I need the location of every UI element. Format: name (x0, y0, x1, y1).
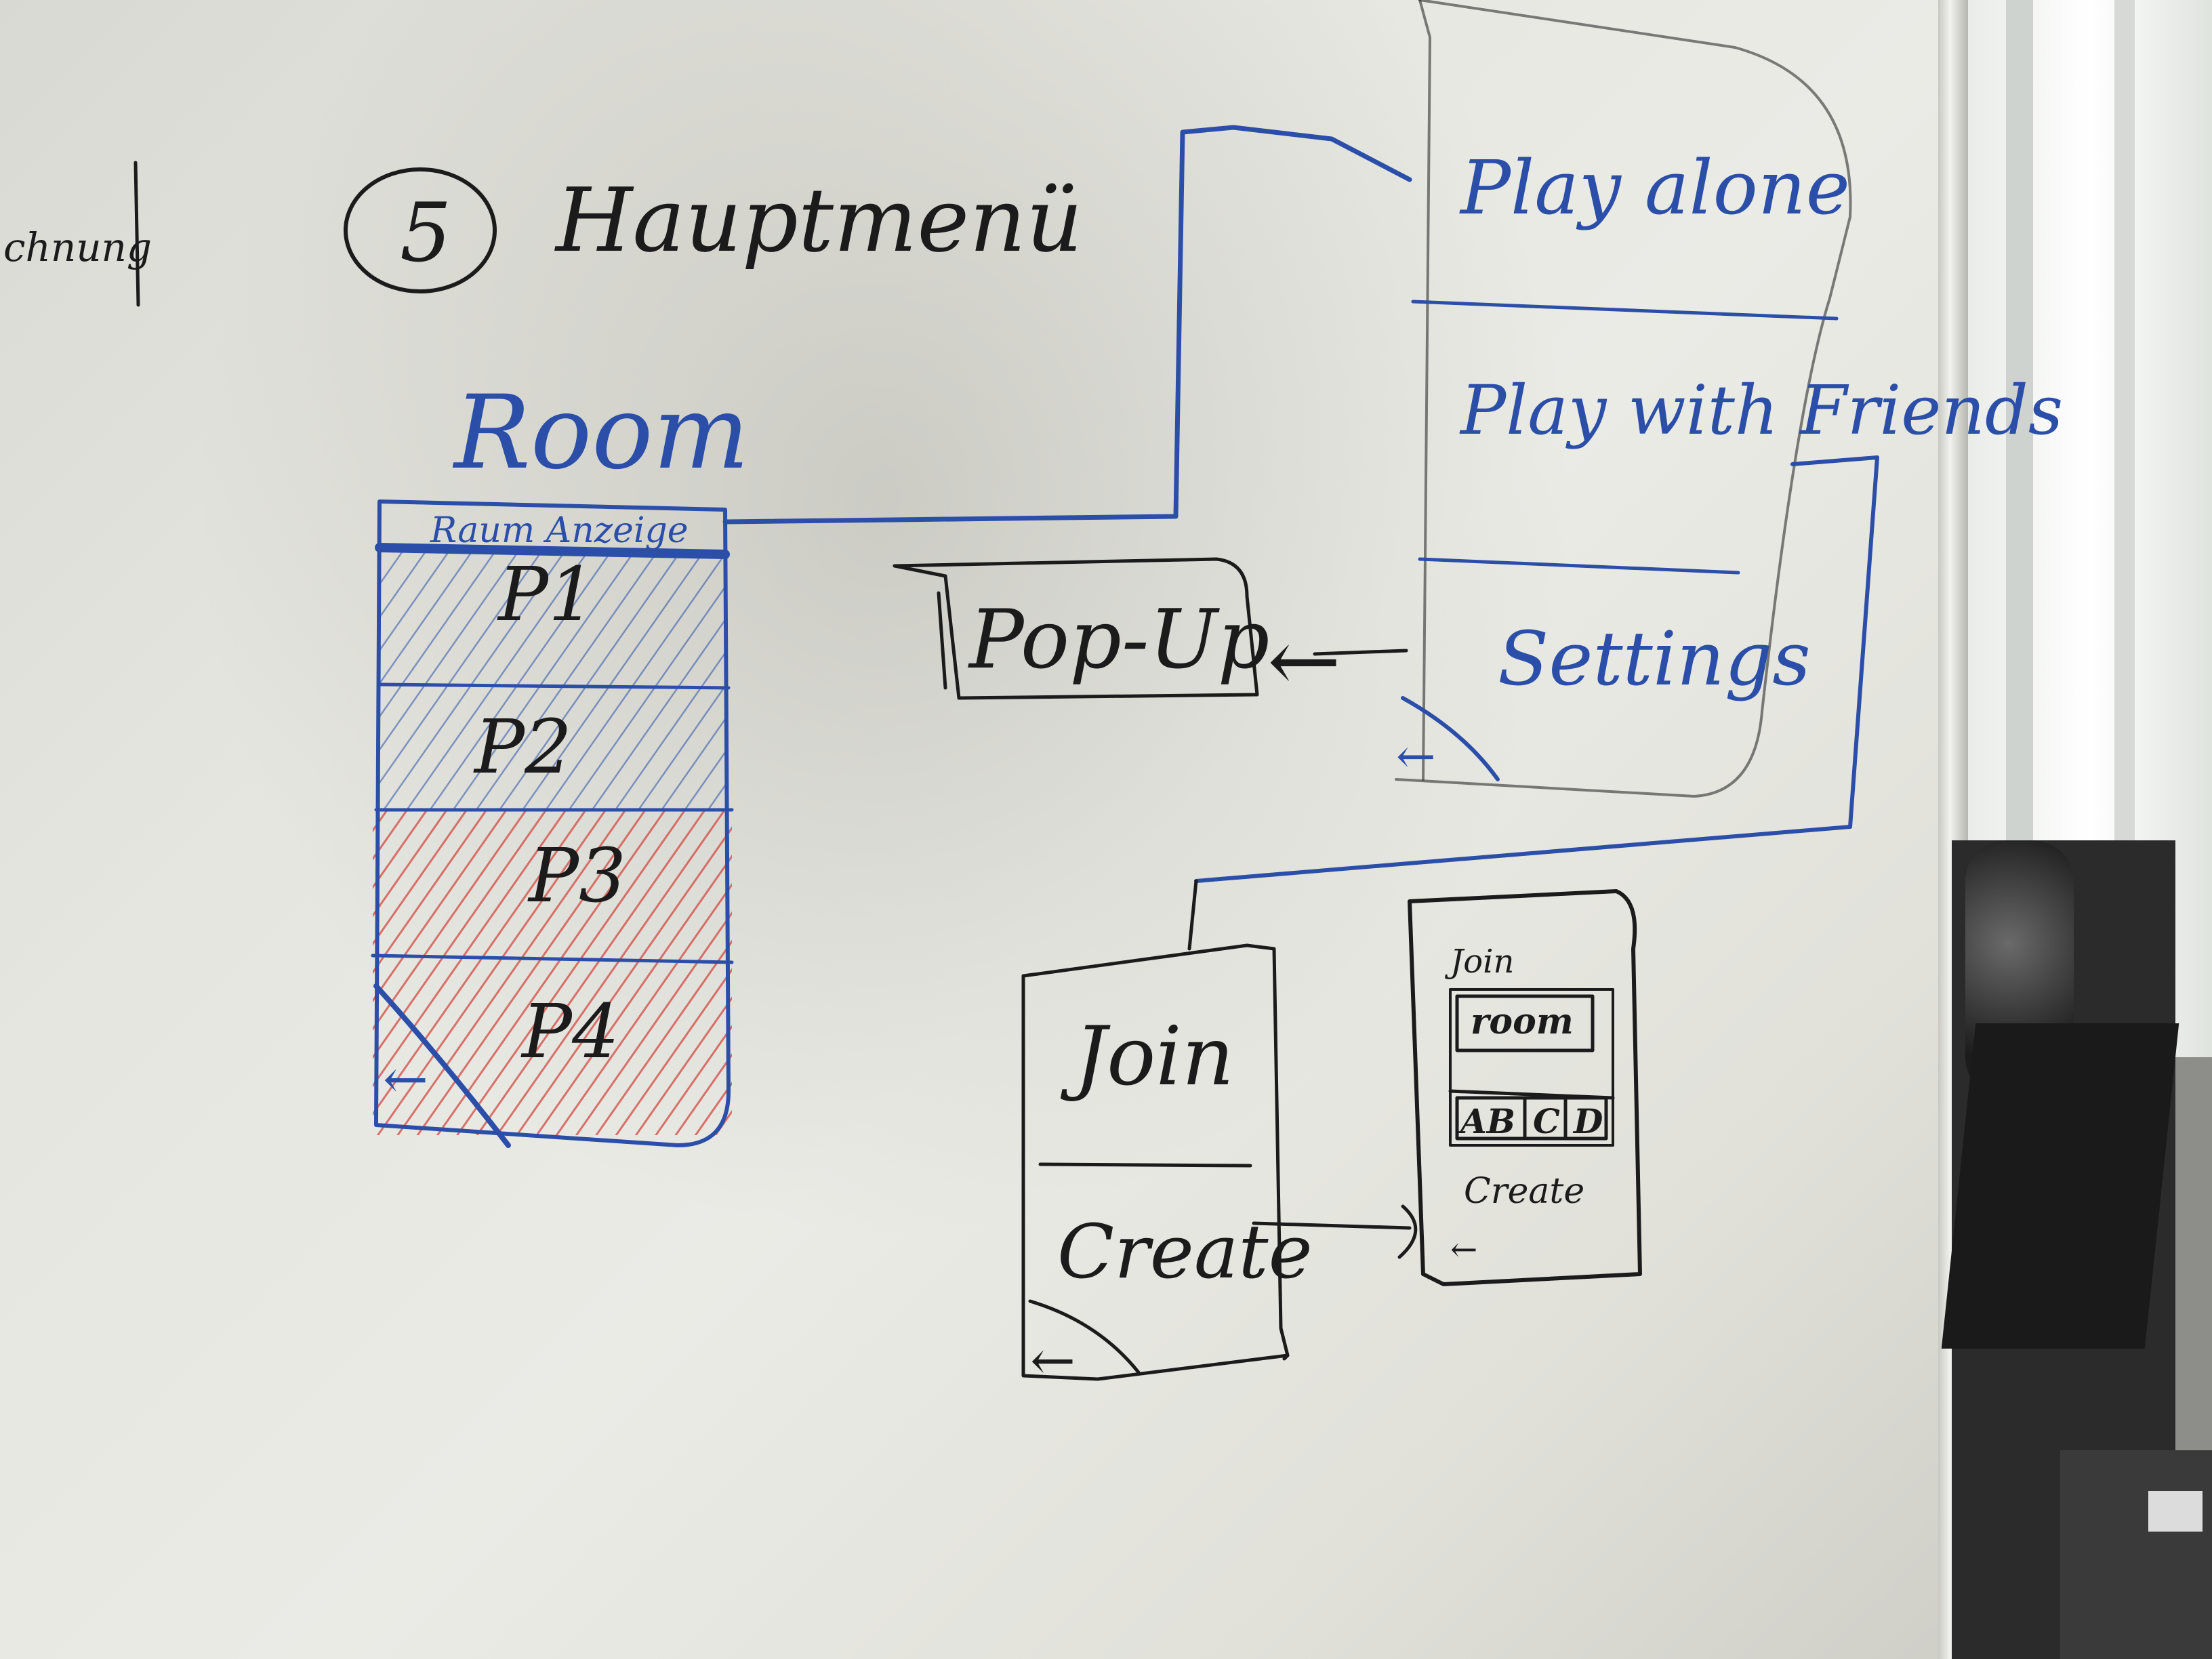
main-menu-left-edge (1418, 0, 1431, 781)
connector-room-to-play-alone (722, 125, 1412, 525)
code-cell (1563, 1096, 1608, 1141)
heading-left-fragment: chnung (3, 224, 152, 270)
slot-p3-fill (373, 810, 732, 959)
back-corner (1401, 696, 1500, 781)
menu-item-create: Create (1057, 1208, 1313, 1295)
back-arrow-icon: ← (1030, 1329, 1076, 1392)
slot-p2-label: P2 (473, 703, 572, 790)
slot-p2-fill (380, 688, 725, 810)
step-number-circle (344, 167, 497, 293)
whiteboard-surface (0, 0, 1965, 1659)
room-code-panel (1449, 988, 1614, 1147)
connector-friends-down (1187, 879, 1198, 951)
main-menu-sketch: Play alone Play with Friends Settings ← (1395, 0, 2063, 798)
page-title: Hauptmenü (554, 169, 1083, 272)
menu-item-play-with-friends: Play with Friends (1459, 371, 2063, 450)
create-screen-title: Join (1444, 943, 1514, 981)
friends-menu-edge (1282, 1353, 1290, 1361)
room-title: Room (452, 374, 750, 492)
device-label (2148, 1491, 2203, 1532)
menu-divider (1411, 300, 1839, 321)
create-screen-sketch: Join room AB C D Create ← (1408, 889, 1642, 1286)
popup-sketch: Pop-Up ← (893, 557, 1408, 712)
room-screen-outline (374, 499, 731, 1147)
code-cell-text: D (1572, 1101, 1603, 1141)
create-button-label: Create (1464, 1171, 1584, 1212)
friends-menu-sketch: Join Create ← (1021, 943, 1418, 1392)
popup-box (893, 557, 1259, 700)
divider-line (134, 161, 140, 307)
back-arrow-icon: ← (383, 1048, 428, 1111)
settings-to-popup-line (1313, 649, 1408, 656)
slot-p1-label: P1 (497, 551, 596, 638)
create-connector-line (1252, 1221, 1412, 1230)
room-name-field-text: room (1471, 1001, 1574, 1042)
create-screen-outline (1408, 889, 1642, 1286)
room-header-text: Raum Anzeige (430, 510, 689, 551)
back-corner (1028, 1299, 1141, 1374)
code-cell-text: AB (1458, 1101, 1515, 1141)
slot-divider (377, 682, 731, 690)
menu-item-settings: Settings (1498, 615, 1811, 702)
popup-box-edge (937, 591, 947, 690)
friends-menu-outline (1021, 943, 1290, 1381)
slot-divider (371, 954, 734, 964)
menu-item-join: Join (1060, 1010, 1234, 1104)
create-connector-arrowhead (1397, 1204, 1418, 1259)
main-menu-outline (1395, 0, 1852, 798)
code-cell-text: C (1533, 1101, 1560, 1141)
slot-p3-label: P3 (527, 832, 626, 919)
step-number: 5 (400, 186, 451, 281)
slot-p4-label: P4 (520, 988, 619, 1075)
whiteboard-glare (0, 0, 1965, 1659)
settings-to-popup-arrow-icon: ← (1267, 609, 1341, 712)
back-arrow-icon: ← (1450, 1231, 1477, 1269)
menu-divider (1038, 1162, 1252, 1168)
connector-friends-right (1194, 455, 1879, 883)
menu-divider (1418, 557, 1740, 575)
menu-item-play-alone: Play alone (1459, 144, 1850, 231)
back-arrow-icon: ← (1396, 729, 1436, 784)
popup-label: Pop-Up (968, 593, 1269, 687)
back-corner (373, 983, 511, 1148)
slot-p1-fill (380, 552, 725, 688)
computer-case (2060, 1450, 2212, 1659)
room-screen-sketch: Raum Anzeige P1 P2 P3 P4 ← (371, 499, 734, 1148)
room-header-bar (375, 543, 730, 559)
room-name-field (1455, 994, 1595, 1052)
